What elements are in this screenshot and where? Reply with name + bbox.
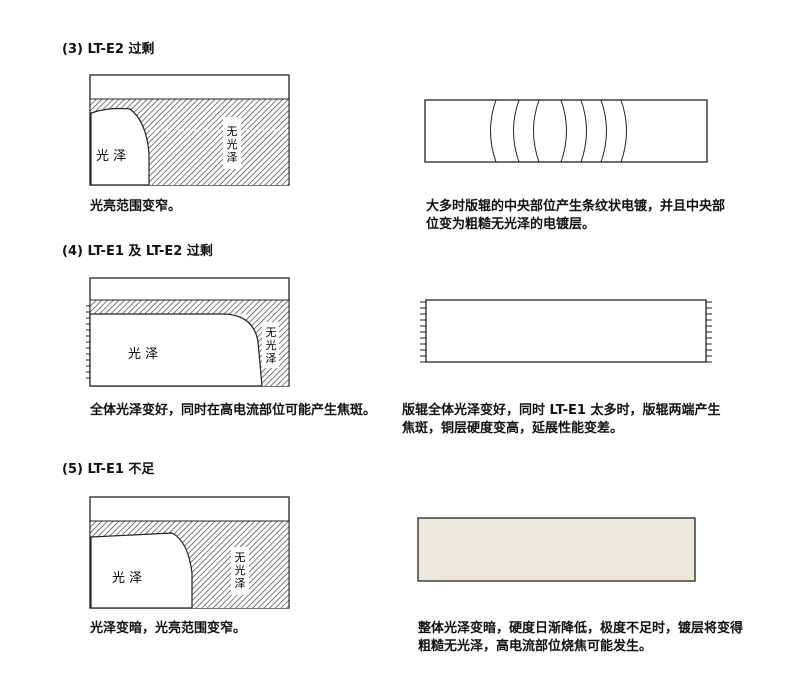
section-3-left-caption: 光亮范围变窄。 [90,199,182,214]
section-3-matte-label-1: 无 [227,125,238,138]
section-5-left-caption: 光泽变暗，光亮范围变窄。 [90,621,247,636]
section-4-roller-diagram [420,299,712,363]
section-5-right-caption: 整体光泽变暗，硬度日渐降低，极度不足时，镀层将变得粗糙无光泽，高电流部位烧焦可能… [418,621,744,654]
section-3-heading: (3) LT-E2 过剩 [62,42,155,57]
section-4-matte-label-1: 无 [266,326,277,339]
dull-roller-surface [417,517,696,582]
section-4-heading: (4) LT-E1 及 LT-E2 过剩 [62,244,213,259]
section-4-left-caption: 全体光泽变好，同时在高电流部位可能产生焦斑。 [90,403,377,418]
section-3-right-caption: 大多时版辊的中央部位产生条纹状电镀，并且中央部位变为粗糙无光泽的电镀层。 [426,199,726,232]
section-5-hull-cell-diagram: 光 泽 无 光 泽 [89,496,290,609]
section-3-matte-label-2: 光 [227,137,238,151]
section-4-hull-cell-diagram: 光 泽 无 光 泽 [86,277,290,387]
section-4-matte-label-3: 泽 [266,352,277,365]
section-3-gloss-label: 光 泽 [96,149,126,164]
section-3-roller-diagram [424,99,708,163]
section-5-gloss-label: 光 泽 [112,571,142,586]
section-3-hull-cell-diagram: 光 泽 无 光 泽 [89,74,290,186]
section-4-gloss-label: 光 泽 [128,347,158,362]
section-5-roller-diagram [417,517,696,582]
section-5-matte-label-1: 无 [235,551,246,564]
section-5-matte-label-3: 泽 [235,577,246,590]
section-4-matte-label-2: 光 [266,338,277,352]
section-5-matte-label-2: 光 [235,563,246,577]
section-3-matte-label-3: 泽 [227,151,238,164]
section-5-heading: (5) LT-E1 不足 [62,462,155,477]
section-4-right-caption: 版辊全体光泽变好，同时 LT-E1 太多时，版辊两端产生焦斑，铜层硬度变高，延展… [402,403,721,436]
